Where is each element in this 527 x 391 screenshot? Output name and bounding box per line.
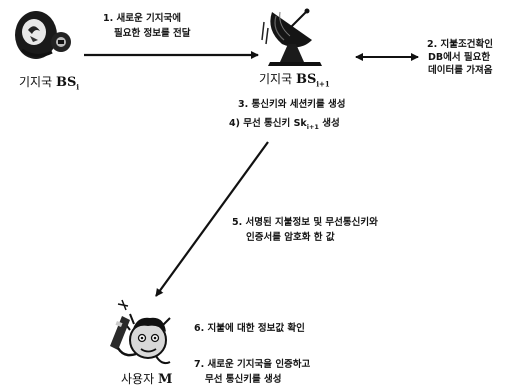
bs-i-prefix: 기지국 — [19, 75, 53, 89]
step-6: 6. 지불에 대한 정보값 확인 — [194, 323, 305, 334]
step-7-line-2: 무선 통신키를 생성 — [205, 374, 282, 385]
step-2-line-2: DB에서 필요한 — [428, 52, 491, 63]
bs-next-name: BS — [295, 72, 317, 87]
user-prefix: 사용자 — [121, 372, 155, 386]
bs-i-name: BS — [55, 75, 77, 90]
step-4-sub: i+1 — [306, 122, 319, 131]
step-4-suffix: 생성 — [318, 118, 340, 129]
step-4: 4) 무선 통신키 Ski+1 생성 — [229, 117, 340, 134]
user-m-icon — [110, 299, 171, 365]
step-5-line-1: 5. 서명된 지불정보 및 무선통신키와 — [232, 217, 378, 228]
arrow-bs-next-to-user — [155, 141, 269, 297]
bs-next-sub: i+1 — [316, 79, 330, 89]
base-station-i-icon — [15, 11, 71, 59]
step-5-line-2: 인증서를 암호화 한 값 — [246, 232, 335, 243]
step-1-line-1: 1. 새로운 기지국에 — [103, 13, 182, 24]
step-7-line-1: 7. 새로운 기지국을 인증하고 — [194, 359, 311, 370]
step-2-line-1: 2. 지불조건확인 — [427, 39, 493, 50]
user-name: M — [157, 372, 173, 387]
user-label: 사용자 M — [121, 372, 172, 387]
step-1-line-2: 필요한 정보를 전달 — [114, 28, 191, 39]
bs-next-label: 기지국 BSi+1 — [259, 72, 330, 91]
step-4-text: 4) 무선 통신키 Sk — [229, 118, 307, 129]
bs-i-label: 기지국 BSi — [19, 75, 79, 94]
bs-next-prefix: 기지국 — [259, 72, 293, 86]
bs-i-sub: i — [76, 82, 80, 92]
base-station-next-icon — [261, 8, 322, 66]
step-2-line-3: 데이터를 가져옴 — [428, 65, 493, 76]
step-3: 3. 통신키와 세션키를 생성 — [238, 99, 346, 110]
